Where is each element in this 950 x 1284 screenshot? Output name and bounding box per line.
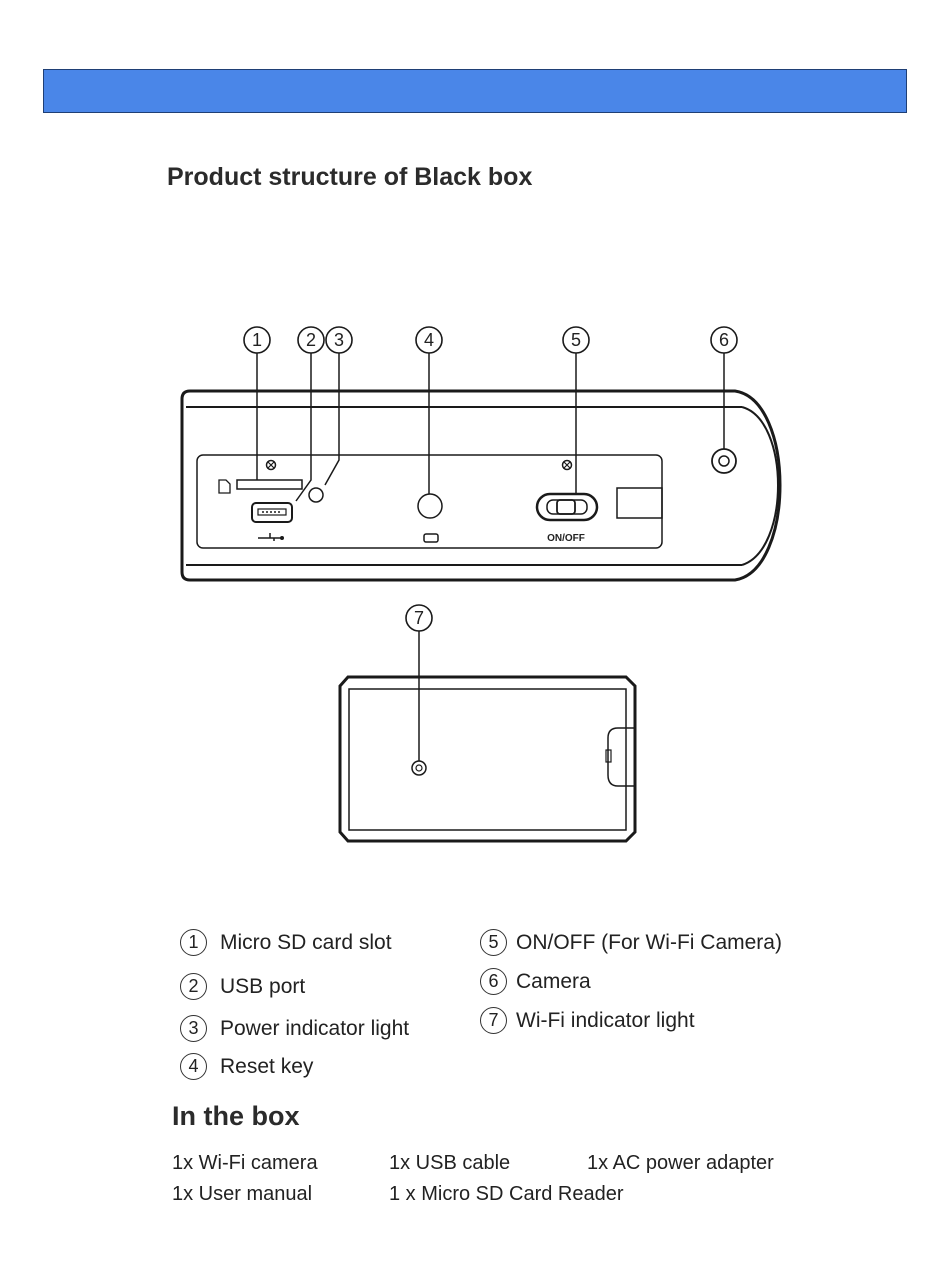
legend-number: 6 bbox=[480, 968, 507, 995]
legend-number: 5 bbox=[480, 929, 507, 956]
lower-device-tab bbox=[608, 728, 635, 786]
camera-lens bbox=[712, 449, 736, 473]
in-the-box-title: In the box bbox=[172, 1101, 300, 1132]
legend-item: 7 Wi-Fi indicator light bbox=[480, 1007, 695, 1034]
box-item: 1x USB cable bbox=[389, 1152, 510, 1175]
legend-number: 4 bbox=[180, 1053, 207, 1080]
legend-item: 5 ON/OFF (For Wi-Fi Camera) bbox=[480, 929, 782, 956]
reset-key bbox=[418, 494, 442, 518]
legend-label: Reset key bbox=[220, 1055, 313, 1079]
callout-number: 5 bbox=[571, 330, 581, 350]
callout-number: 1 bbox=[252, 330, 262, 350]
callout-number: 6 bbox=[719, 330, 729, 350]
box-item: 1x Wi-Fi camera bbox=[172, 1152, 318, 1175]
switch-label: ON/OFF bbox=[547, 533, 585, 544]
legend-item: 1 Micro SD card slot bbox=[180, 929, 392, 956]
box-item: 1x User manual bbox=[172, 1183, 312, 1206]
leader-2 bbox=[296, 353, 311, 501]
usb-icon bbox=[258, 533, 282, 541]
box-item: 1 x Micro SD Card Reader bbox=[389, 1183, 624, 1206]
micro-sd-slot bbox=[237, 480, 302, 489]
callout-number: 4 bbox=[424, 330, 434, 350]
legend-item: 6 Camera bbox=[480, 968, 591, 995]
legend-label: USB port bbox=[220, 975, 305, 999]
legend-label: Power indicator light bbox=[220, 1017, 409, 1041]
legend-number: 3 bbox=[180, 1015, 207, 1042]
lower-device-inner bbox=[349, 689, 626, 830]
legend-number: 7 bbox=[480, 1007, 507, 1034]
box-item: 1x AC power adapter bbox=[587, 1152, 774, 1175]
legend-label: Micro SD card slot bbox=[220, 931, 392, 955]
legend-number: 2 bbox=[180, 973, 207, 1000]
legend-label: Camera bbox=[516, 970, 591, 994]
callout-number: 7 bbox=[414, 608, 424, 628]
sd-card-icon bbox=[219, 480, 230, 493]
callout-number: 3 bbox=[334, 330, 344, 350]
power-indicator-light bbox=[309, 488, 323, 502]
legend-number: 1 bbox=[180, 929, 207, 956]
lower-device-outline bbox=[340, 677, 635, 841]
side-window bbox=[617, 488, 662, 518]
legend-item: 3 Power indicator light bbox=[180, 1015, 409, 1042]
device-body-outline bbox=[182, 391, 780, 580]
leader-3 bbox=[325, 353, 339, 485]
wifi-indicator-light bbox=[412, 761, 426, 775]
legend-item: 4 Reset key bbox=[180, 1053, 313, 1080]
legend-item: 2 USB port bbox=[180, 973, 305, 1000]
on-off-switch bbox=[537, 494, 597, 520]
camera-small-icon bbox=[424, 534, 438, 542]
legend-label: Wi-Fi indicator light bbox=[516, 1009, 695, 1033]
callout-number: 2 bbox=[306, 330, 316, 350]
legend-label: ON/OFF (For Wi-Fi Camera) bbox=[516, 931, 782, 955]
